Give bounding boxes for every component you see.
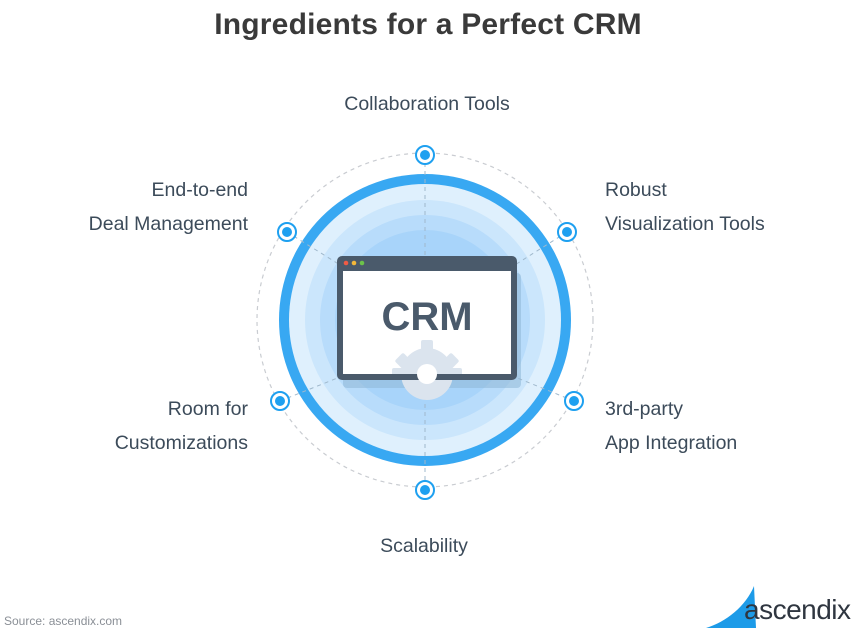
window-dot-red (343, 260, 349, 266)
node-top (415, 145, 435, 165)
dashed-orbit (256, 152, 594, 488)
source-text: Source: ascendix.com (4, 614, 123, 628)
node-top-right (557, 222, 577, 242)
center-label: CRM (381, 295, 472, 339)
crm-window: CRM (337, 256, 517, 400)
label-app-integration: 3rd-party App Integration (605, 398, 738, 454)
page-title: Ingredients for a Perfect CRM (214, 8, 642, 41)
node-bottom-right (564, 391, 584, 411)
label-scalability: Scalability (380, 535, 468, 557)
logo-swoosh-icon (706, 586, 756, 628)
label-customizations: Room for Customizations (114, 398, 248, 454)
node-bottom-left (270, 391, 290, 411)
ascendix-logo: ascendix (706, 584, 856, 630)
node-bottom (415, 480, 435, 500)
window-dot-green (359, 260, 365, 266)
label-collaboration-tools: Collaboration Tools (344, 93, 510, 115)
label-visualization-tools: Robust Visualization Tools (605, 179, 765, 235)
logo-text: ascendix (744, 594, 851, 625)
window-dot-yellow (351, 260, 357, 266)
node-top-left (277, 222, 297, 242)
label-deal-management: End-to-end Deal Management (88, 179, 248, 235)
